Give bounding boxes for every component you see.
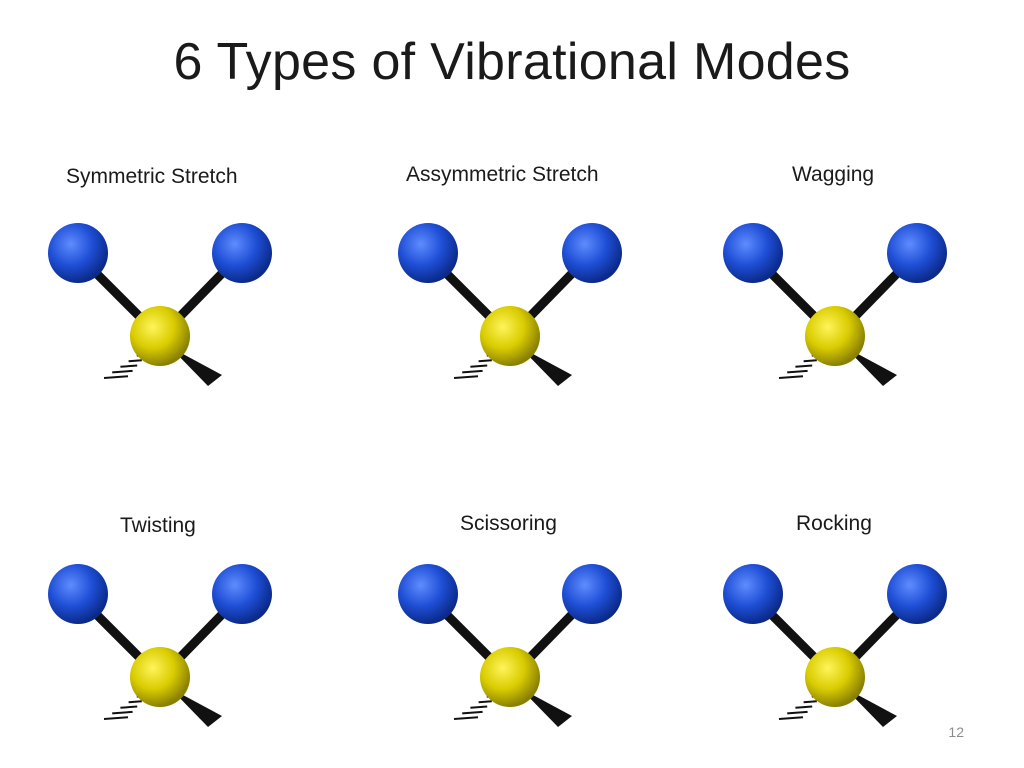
mode-label-scissoring: Scissoring (460, 512, 557, 535)
molecule-twisting (48, 564, 272, 727)
molecule-rocking (723, 564, 947, 727)
outer-atom-right (562, 223, 622, 283)
central-atom (805, 647, 865, 707)
mode-label-wagging: Wagging (792, 163, 875, 186)
wedge-bond (520, 688, 572, 727)
outer-atom-left (48, 564, 108, 624)
mode-label-symmetric-stretch: Symmetric Stretch (66, 165, 238, 188)
molecule-symmetric-stretch (48, 223, 272, 386)
central-atom (805, 306, 865, 366)
central-atom (130, 306, 190, 366)
outer-atom-right (887, 223, 947, 283)
outer-atom-left (398, 223, 458, 283)
wedge-bond (845, 347, 897, 386)
wedge-bond (170, 347, 222, 386)
outer-atom-right (887, 564, 947, 624)
slide-title: 6 Types of Vibrational Modes (173, 33, 851, 91)
outer-atom-left (398, 564, 458, 624)
outer-atom-left (723, 564, 783, 624)
central-atom (480, 306, 540, 366)
outer-atom-right (562, 564, 622, 624)
mode-label-rocking: Rocking (796, 512, 872, 535)
outer-atom-left (723, 223, 783, 283)
wedge-bond (845, 688, 897, 727)
outer-atom-right (212, 223, 272, 283)
outer-atom-left (48, 223, 108, 283)
molecule-wagging (723, 223, 947, 386)
outer-atom-right (212, 564, 272, 624)
molecule-scissoring (398, 564, 622, 727)
wedge-bond (170, 688, 222, 727)
mode-label-asymmetric-stretch: Assymmetric Stretch (406, 163, 599, 186)
page-number: 12 (948, 724, 964, 740)
central-atom (130, 647, 190, 707)
molecule-asymmetric-stretch (398, 223, 622, 386)
wedge-bond (520, 347, 572, 386)
mode-label-twisting: Twisting (120, 514, 196, 537)
central-atom (480, 647, 540, 707)
